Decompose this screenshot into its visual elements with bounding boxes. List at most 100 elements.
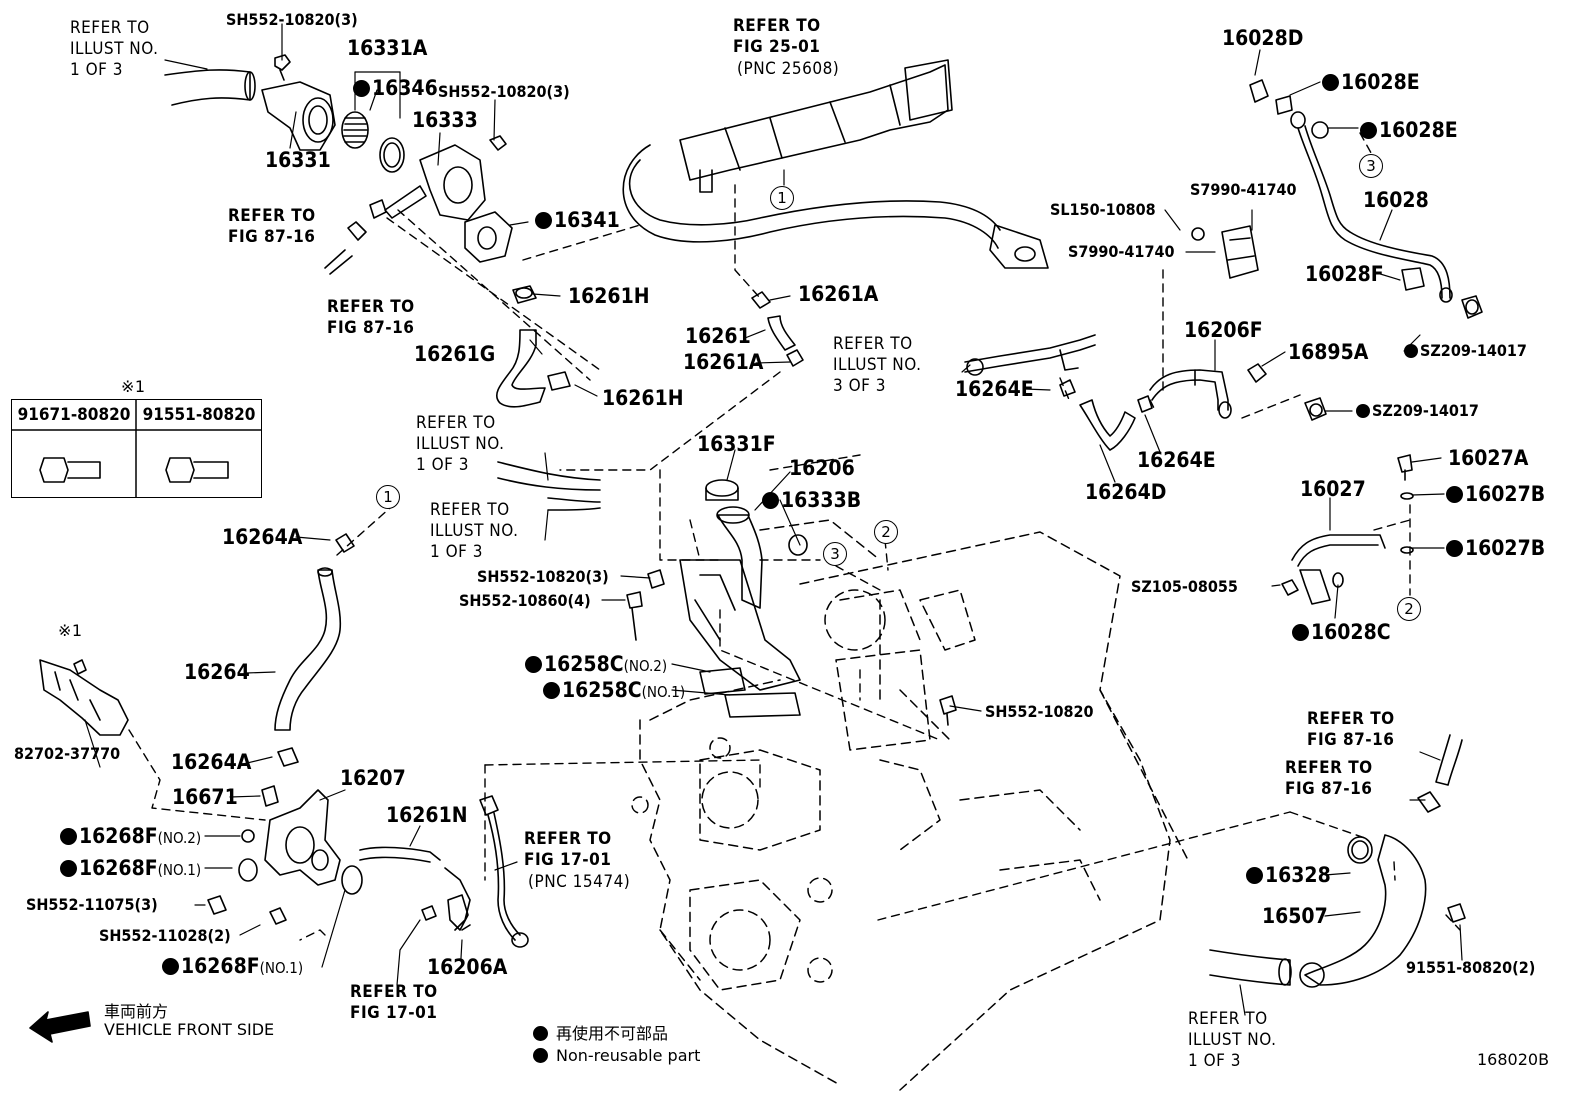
part-label: S7990-41740: [1190, 180, 1297, 199]
part-label: 16331F: [697, 432, 776, 456]
part-label: 16346: [353, 78, 438, 99]
nonreusable-dot-icon: [1322, 74, 1339, 91]
part-label: S7990-41740: [1068, 242, 1175, 261]
part-label: 16264: [184, 660, 250, 684]
nonreusable-dot-icon: [1292, 624, 1309, 641]
part-label: 16261A: [798, 282, 879, 306]
part-label: 16333B: [762, 490, 861, 511]
nonreusable-dot-icon: [543, 682, 560, 699]
nonreusable-dot-icon: [1246, 867, 1263, 884]
nonreusable-dot-icon: [525, 656, 542, 673]
refer-note-9: REFER TO FIG 17-01: [350, 982, 438, 1023]
part-label: 82702-37770: [14, 744, 121, 763]
refer-note-12: REFER TO ILLUST NO. 1 OF 3: [1188, 1009, 1277, 1071]
front-side-jp: 車両前方: [104, 1002, 169, 1021]
legend-nonreusable-en: Non-reusable part: [533, 1046, 700, 1065]
circled-ref-2: 2: [1397, 597, 1421, 621]
refer-note-6: REFER TO ILLUST NO. 1 OF 3: [430, 500, 519, 562]
part-label: 16258C(NO.2): [525, 654, 667, 676]
part-label: 16207: [340, 766, 406, 790]
refer-note-3: REFER TO FIG 87-16: [228, 206, 316, 247]
box-note-mark: ※1: [121, 377, 146, 396]
part-label: 16027: [1300, 477, 1366, 501]
table-part-1: 91671-80820: [17, 405, 131, 425]
part-label: 16341: [535, 210, 620, 231]
part-label: 16206A: [427, 955, 508, 979]
part-label: 16028E: [1360, 120, 1458, 141]
nonreusable-dot-icon: [535, 212, 552, 229]
nonreusable-dot-icon: [533, 1048, 548, 1063]
nonreusable-dot-icon: [60, 828, 77, 845]
part-label: 16028E: [1322, 72, 1420, 93]
part-label: 16028C: [1292, 622, 1391, 643]
part-label: 16028: [1363, 188, 1429, 212]
refer-note-4: REFER TO FIG 87-16: [327, 297, 415, 338]
part-label: 16261: [685, 324, 751, 348]
part-label: SZ209-14017: [1404, 341, 1527, 361]
part-label: 16264A: [222, 525, 303, 549]
nonreusable-dot-icon: [1360, 122, 1377, 139]
refer-note-10: REFER TO FIG 87-16: [1307, 709, 1395, 750]
refer-note-2: REFER TO FIG 25-01: [733, 16, 821, 57]
part-label: 16264E: [1137, 448, 1216, 472]
part-label: SH552-11075(3): [26, 895, 158, 914]
part-label: 16258C(NO.1): [543, 680, 685, 702]
refer-note-7: REFER TO ILLUST NO. 3 OF 3: [833, 334, 922, 396]
part-label: 16264D: [1085, 480, 1167, 504]
part-label: 16261G: [414, 342, 496, 366]
part-label: 16671: [172, 785, 238, 809]
solid-leader-lines: [84, 23, 1463, 1016]
nonreusable-dot-icon: [353, 80, 370, 97]
refer-note-11: REFER TO FIG 87-16: [1285, 758, 1373, 799]
part-label: SH552-10860(4): [459, 591, 591, 610]
part-label: 16333: [412, 108, 478, 132]
nonreusable-dot-icon: [1446, 486, 1463, 503]
nonreusable-dot-icon: [1404, 344, 1418, 358]
part-label: 16028D: [1222, 26, 1304, 50]
part-label: SL150-10808: [1050, 200, 1156, 219]
fastener-table-box: 91671-80820 91551-80820: [11, 399, 262, 498]
table-grid: [12, 400, 261, 497]
part-label: SH552-10820(3): [438, 82, 570, 101]
part-label: 16268F(NO.1): [60, 858, 201, 880]
table-part-2: 91551-80820: [142, 405, 256, 425]
part-label: 16895A: [1288, 340, 1369, 364]
part-label: SH552-10820(3): [226, 10, 358, 29]
part-label: 16264E: [955, 377, 1034, 401]
nonreusable-dot-icon: [1446, 540, 1463, 557]
nonreusable-dot-icon: [162, 958, 179, 975]
part-label: 91551-80820(2): [1406, 958, 1536, 977]
refer-note-5: REFER TO ILLUST NO. 1 OF 3: [416, 413, 505, 475]
nonreusable-dot-icon: [60, 860, 77, 877]
part-label: SZ209-14017: [1356, 401, 1479, 421]
circled-ref-1: 1: [770, 186, 794, 210]
part-label: 16268F(NO.2): [60, 826, 201, 848]
part-label: SH552-10820: [985, 702, 1094, 721]
part-label: SH552-11028(2): [99, 926, 231, 945]
circled-ref-1: 1: [376, 485, 400, 509]
diagram-code: 168020B: [1477, 1050, 1550, 1069]
bracket-note-mark: ※1: [58, 621, 83, 640]
part-label: 16331: [265, 148, 331, 172]
refer-note-8-pnc: (PNC 15474): [528, 872, 631, 892]
part-label: 16268F(NO.1): [162, 956, 303, 978]
part-label: 16328: [1246, 865, 1331, 886]
part-label: SH552-10820(3): [477, 567, 609, 586]
part-label: 16261H: [602, 386, 684, 410]
part-label: 16331A: [347, 36, 428, 60]
part-label: 16027B: [1446, 538, 1545, 559]
circled-ref-3: 3: [1359, 154, 1383, 178]
dashed-leader-lines: [128, 132, 1461, 941]
part-label: 16027A: [1448, 446, 1529, 470]
nonreusable-dot-icon: [762, 492, 779, 509]
component-drawings: [29, 54, 1483, 1043]
part-label: 16206F: [1184, 318, 1263, 342]
part-label: 16028F: [1305, 262, 1384, 286]
part-label: 16261A: [683, 350, 764, 374]
legend-nonreusable-jp: 再使用不可部品: [533, 1020, 668, 1044]
part-label: 16261N: [386, 803, 468, 827]
part-label: 16507: [1262, 904, 1328, 928]
nonreusable-dot-icon: [1356, 404, 1370, 418]
part-label: 16206: [789, 456, 855, 480]
